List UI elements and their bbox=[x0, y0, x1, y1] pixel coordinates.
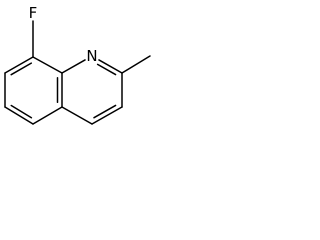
bond-c7-ch3 bbox=[121, 55, 151, 74]
atom-label-group: FN bbox=[29, 4, 98, 65]
bond-n-c7-inner bbox=[96, 63, 117, 76]
bond-c6-c1 bbox=[32, 56, 63, 74]
molecule-structure: FN bbox=[4, 4, 151, 125]
bond-c4-c5 bbox=[32, 106, 63, 125]
atom-label-f: F bbox=[29, 4, 38, 22]
bond-group bbox=[4, 20, 151, 125]
bond-c1-c2-inner bbox=[10, 62, 33, 76]
bond-n-c7 bbox=[98, 59, 123, 74]
bond-c1-c2 bbox=[4, 56, 34, 74]
bond-c3-c4-inner bbox=[10, 104, 33, 119]
atom-label-n: N bbox=[86, 47, 97, 65]
bond-c9-c5 bbox=[61, 106, 93, 125]
bond-c8-c9 bbox=[91, 106, 123, 125]
bond-c6-n bbox=[61, 59, 86, 74]
bond-c8-c9-inner bbox=[93, 104, 117, 119]
bond-c3-c4 bbox=[4, 106, 34, 125]
